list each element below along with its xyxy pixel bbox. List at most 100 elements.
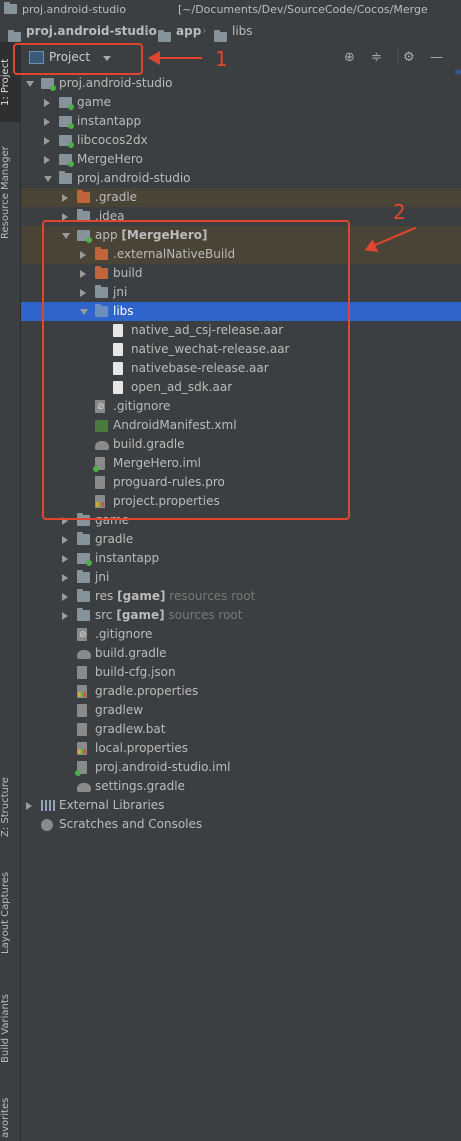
tab-build-variants[interactable]: Build Variants	[0, 994, 11, 1064]
tree-item-label: instantapp	[77, 114, 142, 128]
module-folder-icon	[59, 97, 74, 110]
tree-row[interactable]: build	[21, 264, 461, 283]
tree-row[interactable]: build.gradle	[21, 435, 461, 454]
tree-row[interactable]: Scratches and Consoles	[21, 815, 461, 834]
chevron-right-icon[interactable]	[62, 612, 68, 620]
text-file-icon	[95, 476, 105, 489]
tree-row[interactable]: open_ad_sdk.aar	[21, 378, 461, 397]
annotation-box-1	[13, 43, 143, 75]
tree-row[interactable]: .gitignore	[21, 625, 461, 644]
title-project-name: proj.android-studio	[22, 3, 127, 16]
settings-icon[interactable]: ⚙	[403, 50, 415, 65]
chevron-right-icon[interactable]	[44, 99, 50, 107]
library-icon	[41, 800, 55, 811]
tree-row[interactable]: proj.android-studio	[21, 169, 461, 188]
tree-row[interactable]: project.properties	[21, 492, 461, 511]
tree-row[interactable]: nativebase-release.aar	[21, 359, 461, 378]
tree-row[interactable]: .gitignore	[21, 397, 461, 416]
tree-row[interactable]: gradlew.bat	[21, 720, 461, 739]
chevron-right-icon[interactable]	[62, 194, 68, 202]
tree-item-label: AndroidManifest.xml	[113, 418, 237, 432]
text-file-icon	[77, 666, 87, 679]
chevron-right-icon[interactable]	[62, 213, 68, 221]
tab-resource-manager[interactable]: Resource Manager	[0, 146, 11, 240]
tree-row[interactable]: MergeHero.iml	[21, 454, 461, 473]
chevron-right-icon[interactable]	[62, 574, 68, 582]
chevron-down-icon[interactable]	[80, 309, 88, 315]
tree-row[interactable]: libcocos2dx	[21, 131, 461, 150]
tab-structure[interactable]: Z: Structure	[0, 777, 11, 837]
tree-row[interactable]: proj.android-studio.iml	[21, 758, 461, 777]
tree-row[interactable]: settings.gradle	[21, 777, 461, 796]
tree-row[interactable]: AndroidManifest.xml	[21, 416, 461, 435]
breadcrumb-item-libs[interactable]: libs	[232, 24, 253, 38]
chevron-right-icon[interactable]	[62, 517, 68, 525]
locate-icon[interactable]: ⊕	[344, 50, 355, 65]
tree-row[interactable]: native_ad_csj-release.aar	[21, 321, 461, 340]
module-name-tag: [MergeHero]	[121, 228, 208, 242]
chevron-right-icon[interactable]	[62, 593, 68, 601]
tree-row[interactable]: game	[21, 511, 461, 530]
tab-favorites[interactable]: avorites	[0, 1097, 11, 1138]
tree-item-label: Scratches and Consoles	[59, 817, 203, 831]
chevron-down-icon[interactable]	[26, 81, 34, 87]
tree-row[interactable]: native_wechat-release.aar	[21, 340, 461, 359]
tree-item-label: build-cfg.json	[95, 665, 176, 679]
tree-item-label: .gitignore	[95, 627, 153, 641]
tree-item-label: proj.android-studio	[59, 76, 173, 90]
chevron-right-icon[interactable]	[26, 802, 32, 810]
module-name-tag: [game]	[117, 589, 166, 603]
tree-row[interactable]: app [MergeHero]	[21, 226, 461, 245]
tree-row[interactable]: src [game] sources root	[21, 606, 461, 625]
chevron-right-icon[interactable]	[62, 536, 68, 544]
tree-row[interactable]: build.gradle	[21, 644, 461, 663]
minimize-icon[interactable]: —	[430, 50, 443, 65]
tree-row[interactable]: build-cfg.json	[21, 663, 461, 682]
tree-row[interactable]: libs	[21, 302, 461, 321]
tree-row[interactable]: instantapp	[21, 112, 461, 131]
tree-row[interactable]: .gradle	[21, 188, 461, 207]
tree-item-label: instantapp	[95, 551, 160, 565]
gradle-icon	[95, 441, 109, 450]
tree-row[interactable]: gradle	[21, 530, 461, 549]
module-folder-icon	[41, 78, 56, 91]
folder-icon	[77, 589, 90, 602]
tree-row[interactable]: proguard-rules.pro	[21, 473, 461, 492]
tree-row[interactable]: .externalNativeBuild	[21, 245, 461, 264]
chevron-right-icon[interactable]	[44, 156, 50, 164]
tree-row[interactable]: MergeHero	[21, 150, 461, 169]
source-root-hint: sources root	[168, 608, 243, 622]
tab-layout-captures[interactable]: Layout Captures	[0, 871, 11, 955]
annotation-arrowhead-1	[148, 51, 160, 65]
tree-row[interactable]: .idea	[21, 207, 461, 226]
chevron-down-icon[interactable]	[44, 176, 52, 182]
tree-row[interactable]: gradlew	[21, 701, 461, 720]
tree-row[interactable]: proj.android-studio	[21, 74, 461, 93]
chevron-right-icon[interactable]	[80, 289, 86, 297]
chevron-right-icon[interactable]	[80, 270, 86, 278]
tree-row[interactable]: jni	[21, 283, 461, 302]
tree-row[interactable]: res [game] resources root	[21, 587, 461, 606]
file-icon	[113, 362, 123, 375]
breadcrumb-item-app[interactable]: app	[176, 24, 202, 38]
chevron-right-icon[interactable]	[80, 251, 86, 259]
breadcrumb-item-project[interactable]: proj.android-studio	[26, 24, 157, 38]
chevron-down-icon[interactable]	[62, 233, 70, 239]
annotation-box-2	[42, 220, 350, 520]
tree-row[interactable]: local.properties	[21, 739, 461, 758]
tree-row[interactable]: instantapp	[21, 549, 461, 568]
tree-item-label: External Libraries	[59, 798, 165, 812]
tree-row[interactable]: External Libraries	[21, 796, 461, 815]
tree-row[interactable]: jni	[21, 568, 461, 587]
tree-item-label: libs	[113, 304, 134, 318]
scratches-icon	[41, 819, 53, 831]
collapse-icon[interactable]: ≑	[371, 50, 382, 65]
chevron-right-icon[interactable]	[62, 555, 68, 563]
chevron-right-icon[interactable]	[44, 118, 50, 126]
tree-item-label: project.properties	[113, 494, 220, 508]
tree-row[interactable]: game	[21, 93, 461, 112]
tree-item-label: res	[95, 589, 114, 603]
tree-item-label: gradlew	[95, 703, 144, 717]
chevron-right-icon[interactable]	[44, 137, 50, 145]
tree-row[interactable]: gradle.properties	[21, 682, 461, 701]
